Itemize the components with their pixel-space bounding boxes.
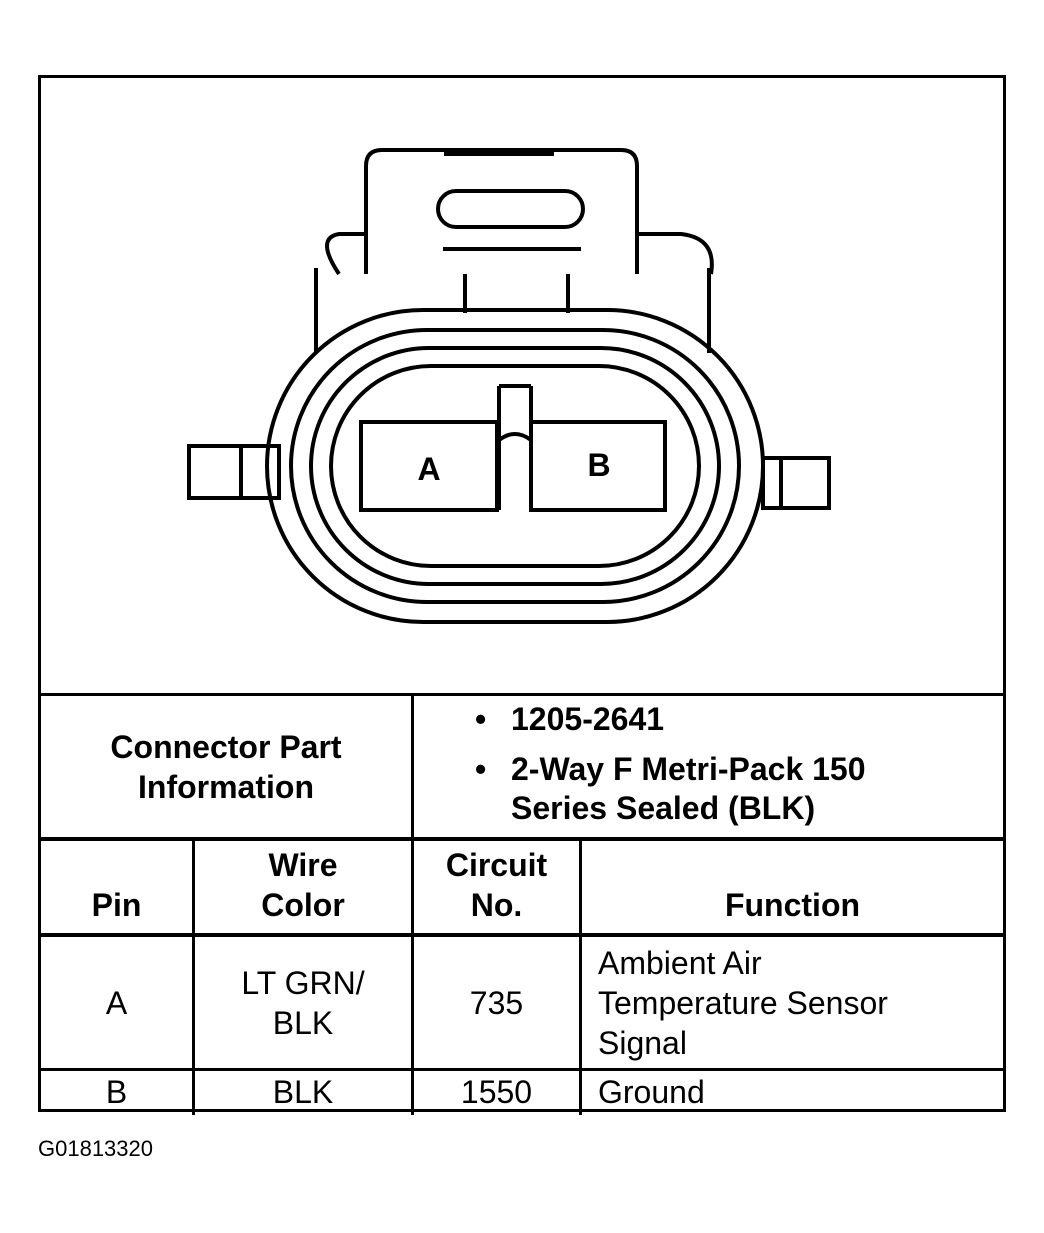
housing-shoulder-sides: [314, 268, 711, 353]
part-info-item: • 1205-2641: [475, 701, 665, 737]
connector-part-info-label: Connector Part Information: [110, 728, 342, 805]
header-wire-color: Wire Color: [261, 847, 345, 923]
table-row-a-circuit-no: 735: [469, 984, 524, 1021]
header-pin: Pin: [91, 887, 142, 923]
table-row-b-circuit-no: 1550: [460, 1073, 533, 1110]
latch-neck: [463, 274, 570, 313]
table-row-b-wire-color: BLK: [272, 1073, 334, 1110]
table-row-a-function: Ambient Air Temperature Sensor Signal: [598, 944, 888, 1061]
col-divider-2: [411, 841, 414, 1115]
table-row-a-pin: A: [105, 984, 128, 1021]
part-info-divider: [411, 693, 414, 837]
latch-slot: [436, 189, 585, 229]
header-divider: [41, 837, 1003, 841]
left-side-tab: [187, 444, 281, 500]
header-bottom-border: [41, 933, 1003, 937]
header-circuit-no: Circuit No.: [445, 847, 548, 923]
table-row-b-pin: B: [105, 1073, 128, 1110]
inner-ring: [309, 346, 721, 586]
table-row-a-wire-color: LT GRN/ BLK: [241, 964, 365, 1041]
pin-a-label: A: [417, 451, 440, 487]
col-divider-3: [579, 841, 582, 1115]
figure-id: G01813320: [38, 1136, 153, 1161]
middle-ring: [289, 328, 741, 604]
pin-b-label: B: [587, 447, 610, 483]
right-side-tab: [761, 456, 831, 510]
housing-shoulder: [325, 232, 714, 276]
connector-diagram-frame: A B Connector Part Information • 1205-26…: [38, 75, 1006, 1115]
row-divider: [41, 1068, 1003, 1071]
table-top-border: [41, 693, 1003, 696]
cavity-ring: [329, 364, 701, 568]
connector-face-drawing: A B: [187, 148, 831, 624]
center-key: [497, 384, 533, 510]
table-row-b-function: Ground: [598, 1073, 705, 1110]
latch-outline: [364, 148, 639, 274]
header-function: Function: [724, 887, 861, 923]
part-info-item: • 2-Way F Metri-Pack 150 Series Sealed (…: [475, 751, 866, 826]
outer-ring: [265, 308, 765, 624]
part-info-list: • 1205-2641 • 2-Way F Metri-Pack 150 Ser…: [475, 700, 941, 828]
col-divider-1: [192, 841, 195, 1115]
